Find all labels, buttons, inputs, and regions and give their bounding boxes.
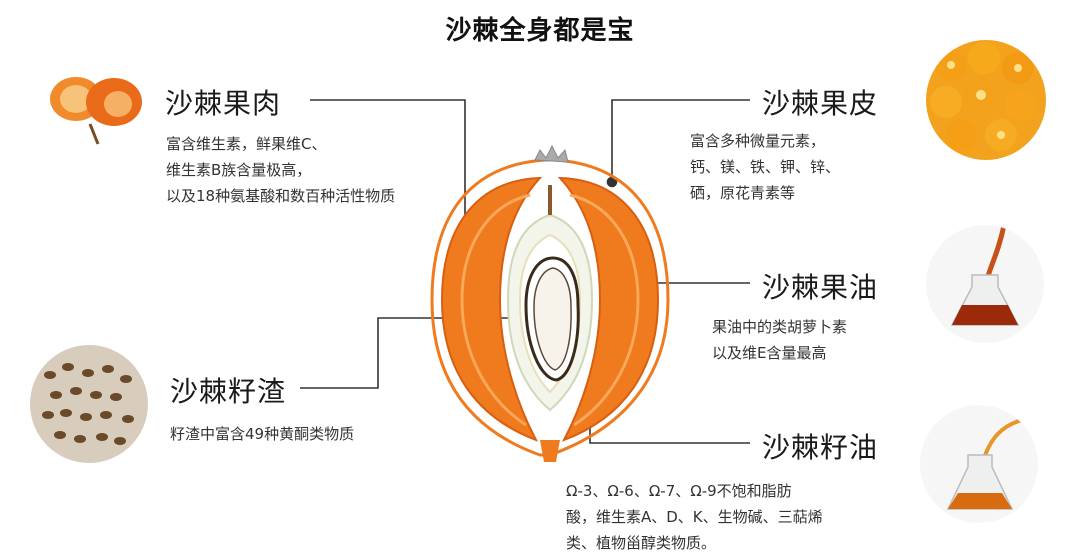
desc-seed-oil: Ω-3、Ω-6、Ω-7、Ω-9不饱和脂肪 酸，维生素A、D、K、生物碱、三萜烯 … — [566, 478, 823, 556]
desc-fruit-oil-line: 以及维E含量最高 — [712, 344, 827, 362]
desc-fruit-oil: 果油中的类胡萝卜素 以及维E含量最高 — [712, 314, 847, 366]
desc-seed-residue: 籽渣中富含49种黄酮类物质 — [170, 421, 354, 447]
leader-flesh — [310, 99, 466, 258]
seed-residue-photo — [30, 345, 148, 463]
desc-fruit-oil-line: 果油中的类胡萝卜素 — [712, 318, 848, 336]
label-peel: 沙棘果皮 — [762, 87, 879, 120]
fruit-oil-photo — [926, 225, 1044, 343]
desc-flesh-line: 维生素B族含量极高， — [166, 161, 312, 179]
leader-peel — [611, 99, 750, 182]
desc-seed-oil-line: 类、植物甾醇类物质。 — [566, 534, 717, 552]
peel-photo — [926, 40, 1046, 160]
label-seed-oil: 沙棘籽油 — [762, 431, 879, 464]
fruit-cross-section — [430, 144, 670, 462]
page-title: 沙棘全身都是宝 — [445, 16, 635, 46]
desc-seed-residue-line: 籽渣中富含49种黄酮类物质 — [170, 425, 355, 443]
label-flesh: 沙棘果肉 — [165, 87, 282, 120]
desc-peel-line: 硒，原花青素等 — [690, 184, 796, 202]
leader-seed-oil — [589, 412, 750, 444]
desc-seed-oil-line: Ω-3、Ω-6、Ω-7、Ω-9不饱和脂肪 — [566, 482, 792, 500]
label-seed-residue: 沙棘籽渣 — [170, 375, 287, 408]
desc-flesh-line: 以及18种氨基酸和数百种活性物质 — [166, 187, 396, 205]
seed-oil-photo — [920, 405, 1038, 523]
desc-flesh-line: 富含维生素，鲜果维C、 — [166, 135, 327, 153]
desc-seed-oil-line: 酸，维生素A、D、K、生物碱、三萜烯 — [566, 508, 823, 526]
label-fruit-oil: 沙棘果油 — [762, 271, 879, 304]
flesh-photo — [38, 44, 150, 156]
desc-flesh: 富含维生素，鲜果维C、 维生素B族含量极高， 以及18种氨基酸和数百种活性物质 — [166, 131, 395, 209]
desc-peel-line: 钙、镁、铁、钾、锌、 — [690, 158, 841, 176]
desc-peel: 富含多种微量元素， 钙、镁、铁、钾、锌、 硒，原花青素等 — [690, 128, 840, 206]
desc-peel-line: 富含多种微量元素， — [690, 132, 826, 150]
